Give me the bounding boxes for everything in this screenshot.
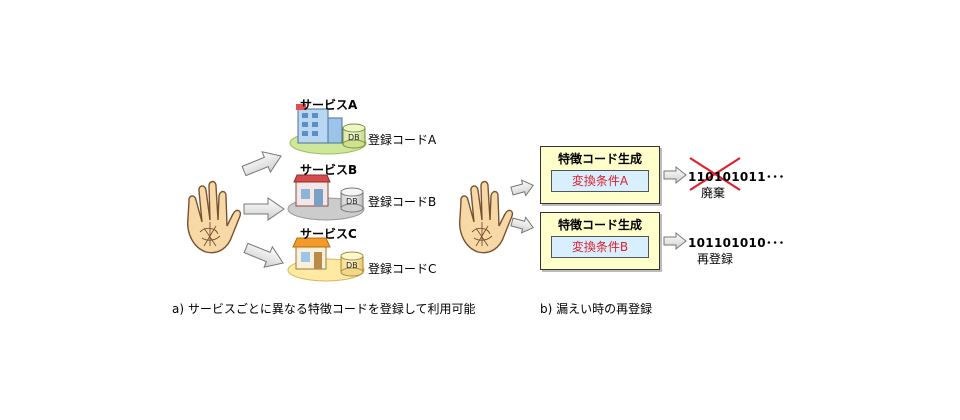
generator-box-b: 特徴コード生成 変換条件B (540, 212, 660, 270)
svg-text:DB: DB (346, 197, 358, 206)
arrow-icon (243, 197, 285, 221)
cross-icon (689, 157, 741, 191)
service-a-name: サービスA (300, 98, 358, 112)
discarded-status: 廃棄 (701, 186, 726, 200)
condition-label: 変換条件B (551, 236, 649, 258)
condition-label: 変換条件A (551, 170, 649, 192)
arrow-icon (241, 237, 288, 274)
svg-text:DB: DB (348, 133, 360, 142)
svg-text:DB: DB (346, 261, 358, 270)
database-icon: DB (340, 251, 364, 277)
hand-icon (458, 180, 514, 254)
service-a-code-label: 登録コードA (368, 133, 437, 147)
reregistered-status: 再登録 (697, 252, 734, 266)
arrow-icon (663, 232, 687, 250)
service-c-code-label: 登録コードC (368, 262, 437, 276)
database-icon: DB (342, 123, 366, 149)
hand-icon (186, 180, 242, 254)
arrow-icon (509, 213, 536, 236)
generator-box-a: 特徴コード生成 変換条件A (540, 146, 660, 204)
generator-title: 特徴コード生成 (557, 218, 642, 232)
arrow-icon (663, 166, 687, 184)
service-c-name: サービスC (300, 227, 357, 241)
caption-a: a) サービスごとに異なる特徴コードを登録して利用可能 (172, 302, 476, 316)
reregistered-code: 101101010･･･ (688, 236, 785, 250)
service-b-name: サービスB (300, 163, 358, 177)
arrow-icon (239, 145, 286, 182)
arrow-icon (509, 177, 536, 200)
discarded-code: 110101011･･･ (688, 170, 785, 184)
database-icon: DB (340, 187, 364, 213)
generator-title: 特徴コード生成 (557, 152, 642, 166)
service-b-code-label: 登録コードB (368, 195, 437, 209)
caption-b: b) 漏えい時の再登録 (540, 302, 653, 316)
